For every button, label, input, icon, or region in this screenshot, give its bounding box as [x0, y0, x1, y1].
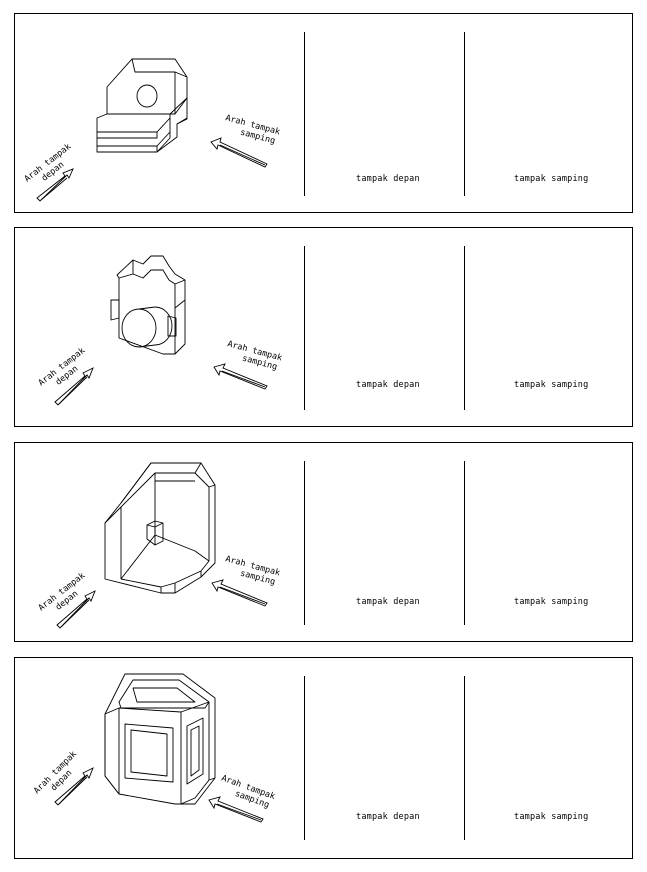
- panel-2-drawing: Arah tampakdepan Arah tampaksamping: [37, 255, 284, 406]
- panel-4-drawing: Arah tampakdepan Arah tampaksamping: [32, 673, 276, 823]
- panel-1-drawing: Arah tampakdepan Arah tampaksamping: [23, 58, 282, 202]
- front-direction-label-4: Arah tampakdepan: [32, 749, 86, 803]
- side-view-divider-2: [464, 246, 465, 410]
- front-view-label-2: tampak depan: [356, 380, 420, 390]
- side-direction-arrow-4: [208, 796, 264, 823]
- isometric-object-2: [110, 255, 186, 355]
- exercise-panel-2: Arah tampakdepan Arah tampaksamping tamp…: [14, 227, 633, 427]
- front-direction-label-2: Arah tampakdepan: [37, 346, 94, 396]
- front-direction-arrow-2: [54, 367, 94, 406]
- front-view-divider-3: [304, 461, 305, 625]
- front-view-divider-2: [304, 246, 305, 410]
- side-view-divider-3: [464, 461, 465, 625]
- isometric-object-4: [104, 673, 216, 805]
- side-view-divider-4: [464, 676, 465, 840]
- front-view-label-4: tampak depan: [356, 812, 420, 822]
- panel-3-drawing: Arah tampakdepan Arah tampaksamping: [37, 462, 282, 629]
- front-view-label-1: tampak depan: [356, 174, 420, 184]
- exercise-panel-4: Arah tampakdepan Arah tampaksamping tamp…: [14, 657, 633, 859]
- front-view-divider-1: [304, 32, 305, 196]
- front-direction-arrow-1: [36, 168, 74, 202]
- side-view-label-1: tampak samping: [514, 174, 589, 184]
- side-direction-label-2: Arah tampaksamping: [224, 339, 284, 373]
- side-direction-label-3: Arah tampaksamping: [222, 554, 282, 588]
- isometric-object-3: [104, 462, 216, 594]
- side-direction-label-1: Arah tampaksamping: [222, 113, 282, 147]
- side-direction-arrow-2: [213, 363, 268, 390]
- exercise-panel-1: Arah tampakdepan Arah tampaksamping tamp…: [14, 13, 633, 213]
- isometric-object-1: [96, 58, 188, 153]
- side-direction-arrow-3: [211, 579, 268, 607]
- front-direction-label-1: Arah tampakdepan: [23, 142, 80, 192]
- front-view-divider-4: [304, 676, 305, 840]
- side-view-divider-1: [464, 32, 465, 196]
- front-direction-arrow-3: [56, 590, 96, 629]
- front-view-label-3: tampak depan: [356, 597, 420, 607]
- side-view-label-3: tampak samping: [514, 597, 589, 607]
- front-direction-arrow-4: [54, 767, 94, 806]
- side-view-label-4: tampak samping: [514, 812, 589, 822]
- side-direction-arrow-1: [210, 137, 268, 168]
- exercise-panel-3: Arah tampakdepan Arah tampaksamping tamp…: [14, 442, 633, 642]
- side-view-label-2: tampak samping: [514, 380, 589, 390]
